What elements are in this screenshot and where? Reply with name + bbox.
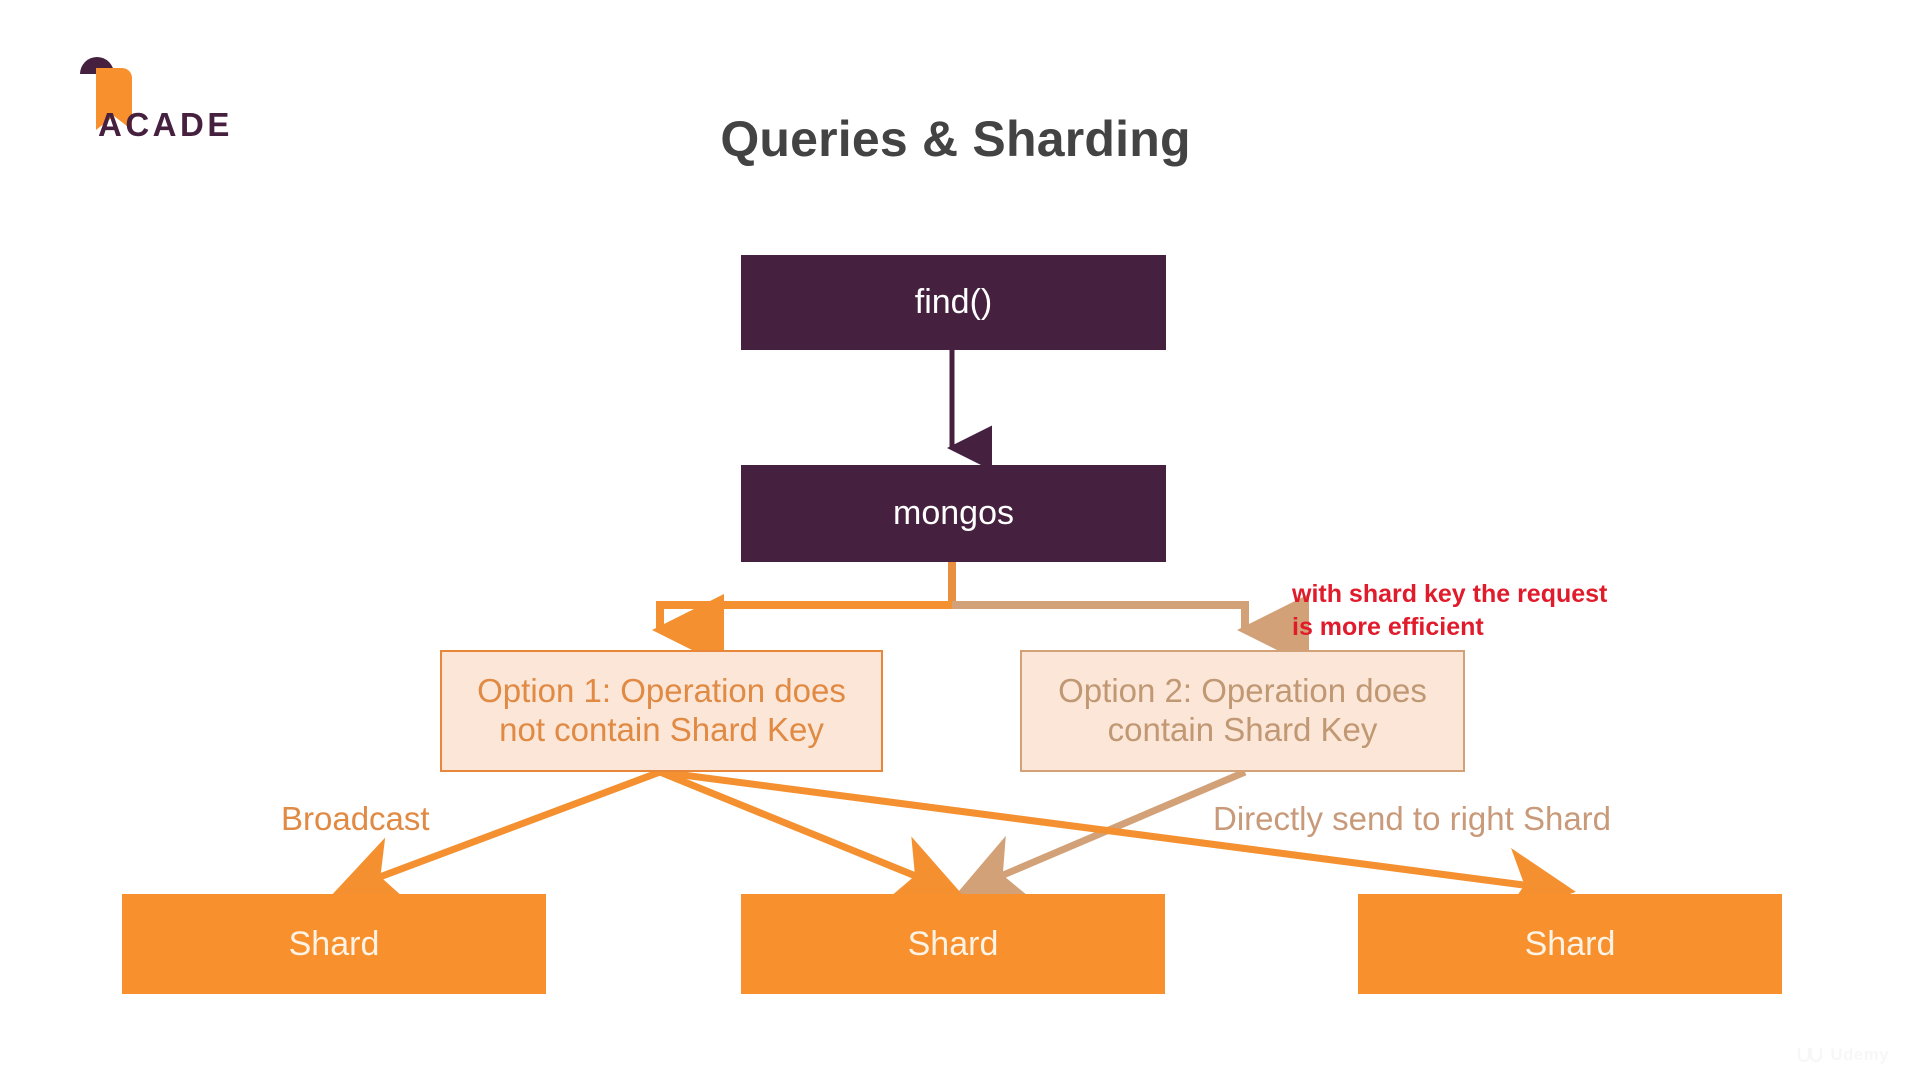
- academind-logo: ACADE MIND: [40, 30, 270, 150]
- node-shard-1-label: Shard: [288, 924, 380, 963]
- node-option-2-line2: contain Shard Key: [1107, 711, 1378, 748]
- node-option-2-line1: Option 2: Operation does: [1058, 672, 1427, 710]
- node-option-1-line2: not contain Shard Key: [499, 711, 824, 748]
- page-title: Queries & Sharding: [720, 111, 1191, 167]
- node-shard-3[interactable]: Shard: [1358, 894, 1782, 994]
- node-find[interactable]: find(): [741, 255, 1166, 350]
- node-option-1[interactable]: Option 1: Operation does not contain Sha…: [440, 650, 883, 772]
- node-shard-2-label: Shard: [907, 924, 999, 963]
- node-shard-3-label: Shard: [1524, 924, 1616, 963]
- node-find-label: find(): [914, 283, 993, 322]
- academind-bookmark-icon: ACADE MIND: [80, 57, 238, 150]
- logo-wordmark-line2: MIND: [140, 148, 238, 150]
- node-option-2[interactable]: Option 2: Operation does contain Shard K…: [1020, 650, 1465, 772]
- logo-wordmark-line1: ACADE: [98, 106, 233, 143]
- node-shard-2[interactable]: Shard: [741, 894, 1165, 994]
- udemy-watermark-text: Udemy: [1830, 1045, 1889, 1064]
- node-shard-1[interactable]: Shard: [122, 894, 546, 994]
- node-option-1-line1: Option 1: Operation does: [477, 672, 846, 710]
- udemy-logo-icon: [1798, 1047, 1823, 1063]
- annotation-line2: request is more efficient: [1292, 580, 1608, 641]
- edge-mongos-to-option1: [652, 594, 952, 666]
- label-broadcast: Broadcast: [281, 800, 430, 837]
- edge-mongos-to-option2: [952, 594, 1309, 666]
- annotation-line1: with shard key the: [1292, 580, 1511, 608]
- annotation-shard-key-efficiency: with shard key the request is more effic…: [1292, 578, 1632, 643]
- edge-option2-to-shard2: [955, 768, 1247, 901]
- node-mongos-label: mongos: [893, 494, 1014, 533]
- udemy-watermark: Udemy: [1797, 1045, 1889, 1065]
- label-directly-send: Directly send to right Shard: [1213, 800, 1612, 837]
- node-mongos[interactable]: mongos: [741, 465, 1166, 562]
- edge-option1-to-shard2: [658, 768, 963, 902]
